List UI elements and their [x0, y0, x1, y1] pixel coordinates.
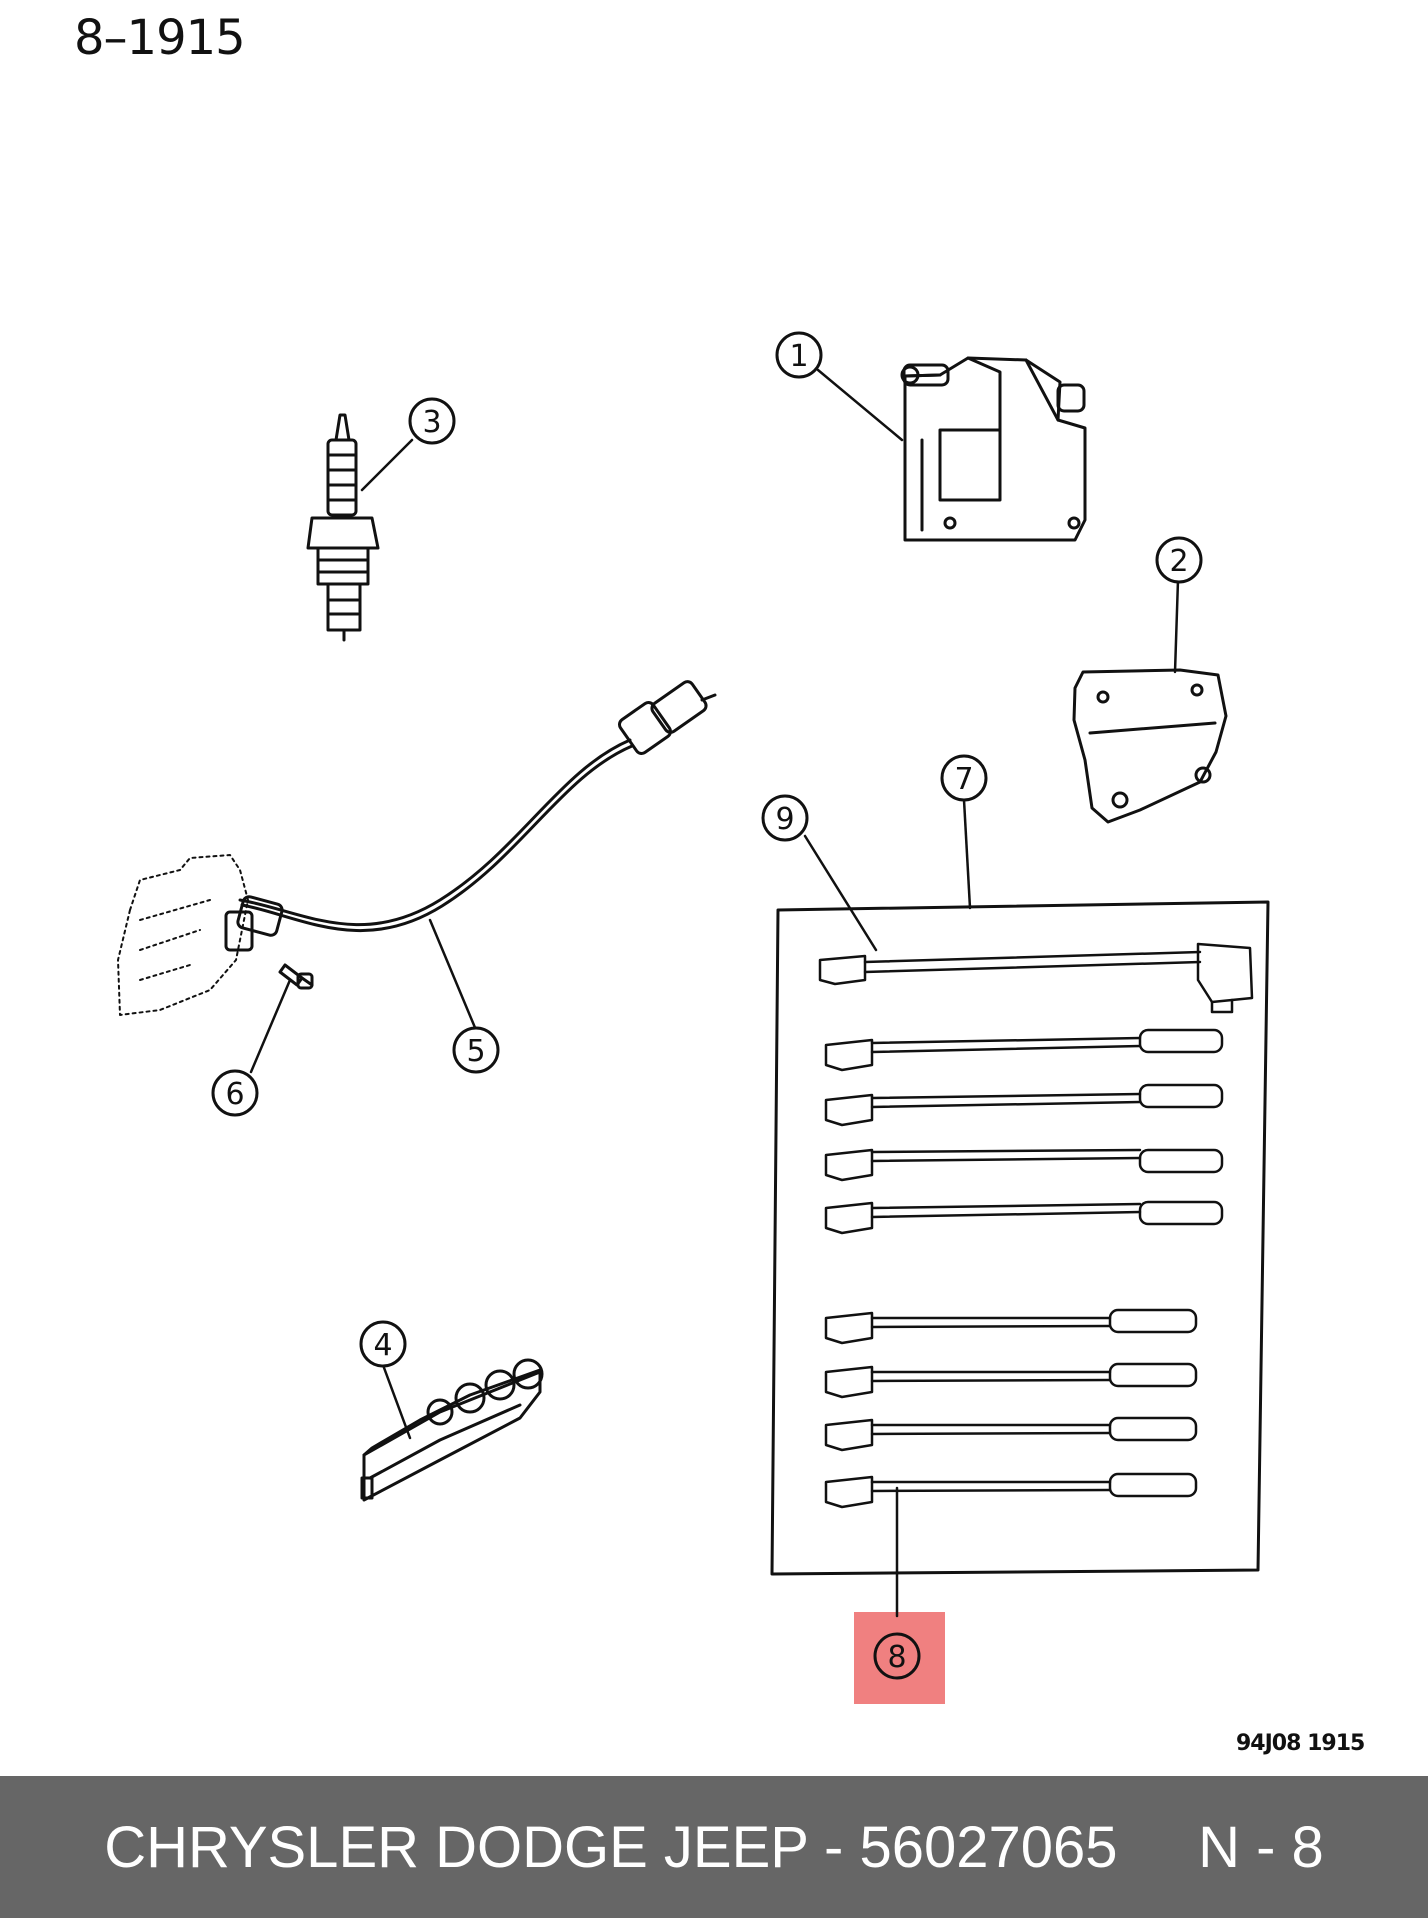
leader-lines: [249, 368, 1180, 1618]
page-reference-code: 8–1915: [74, 10, 246, 66]
screw-part: [278, 963, 314, 990]
exploded-parts-diagram: 1 2 3 4 5 6 7 8: [117, 331, 1270, 1704]
svg-text:5: 5: [466, 1034, 485, 1069]
callout-3: 3: [408, 397, 456, 445]
svg-text:3: 3: [422, 405, 441, 440]
callout-7: 7: [940, 754, 988, 802]
callout-5: 5: [452, 1026, 500, 1074]
svg-text:6: 6: [225, 1077, 244, 1112]
svg-text:4: 4: [373, 1328, 392, 1363]
callout-8: 8: [873, 1632, 921, 1680]
footer-part-info: CHRYSLER DODGE JEEP - 56027065 N - 8: [104, 1814, 1324, 1880]
callout-8-highlight: [854, 1612, 945, 1704]
svg-text:2: 2: [1169, 544, 1188, 579]
callout-4: 4: [359, 1320, 407, 1368]
engine-block-outline: [117, 854, 249, 1016]
callout-1: 1: [775, 331, 823, 379]
callout-9: 9: [761, 794, 809, 842]
ignition-coil-part: [900, 356, 1087, 542]
sensor-cable-part: [224, 680, 717, 952]
wire-separator-part: [360, 1358, 544, 1502]
svg-text:8: 8: [887, 1640, 906, 1675]
callout-6: 6: [211, 1069, 259, 1117]
coil-bracket-part: [1072, 668, 1228, 824]
spark-plug-wires: [818, 942, 1254, 1509]
spark-plug-part: [306, 413, 380, 642]
footer-banner: CHRYSLER DODGE JEEP - 56027065 N - 8: [0, 1776, 1428, 1918]
diagram-code: 94J08 1915: [1236, 1731, 1365, 1756]
svg-text:7: 7: [954, 762, 973, 797]
svg-text:1: 1: [789, 339, 808, 374]
callout-2: 2: [1155, 536, 1203, 584]
svg-text:9: 9: [775, 802, 794, 837]
wire-set-card: [770, 900, 1270, 1576]
